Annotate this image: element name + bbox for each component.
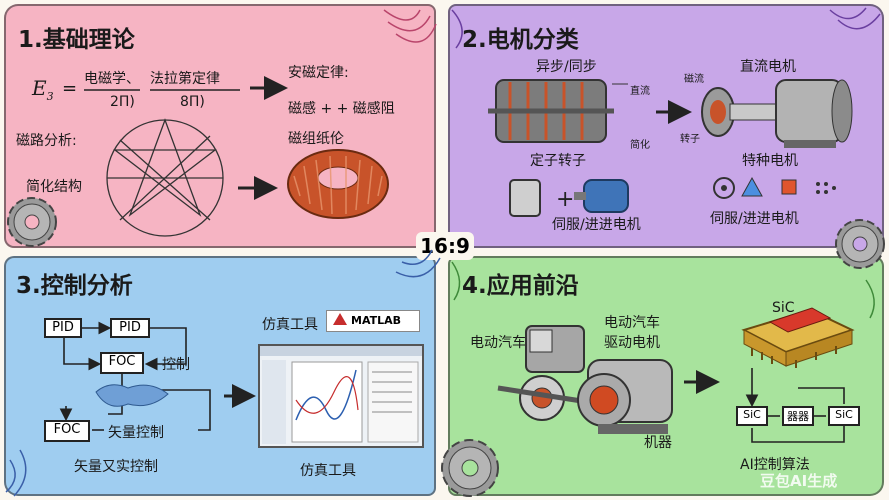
control-label-1: 控制 [162,357,190,373]
vector-caption: 矢量又实控制 [74,459,158,475]
formula-top-2: 法拉第定律 [150,71,220,87]
simplify-label: 简化结构 [26,179,82,195]
sim-tool-label: 仿真工具 [262,317,318,333]
reluctance-label: 磁感 + + 磁感阻 [288,101,395,117]
vector-control-label: 矢量控制 [108,425,164,441]
foc-block-2: FOC [44,420,90,442]
stator-rotor-label: 定子转子 [530,153,586,169]
gear-icon [835,219,885,269]
toroid-coil-icon [287,149,389,219]
dc-motor-icon [701,79,853,148]
panel2-title: 2.电机分类 [462,27,579,53]
magnetic-circuit-label: 磁路分析: [16,133,77,149]
radio-waves-icon [451,261,875,319]
servo-motor-icon: + [509,179,629,217]
watermark: 豆包AI生成 [760,472,838,490]
magnetic-circuit-icon [106,118,224,237]
radio-waves-icon [451,7,881,49]
panel3-title: 3.控制分析 [16,273,133,299]
special-motor-label: 特种电机 [742,153,798,169]
sic-top-label: SiC [772,300,795,316]
induction-motor-icon [488,79,614,143]
magnet-label: 磁流 [684,74,704,85]
ev-drivetrain-icon [497,325,673,434]
simplify-small-label: 简化 [630,140,650,151]
servo-stepper-label-2: 伺服/进进电机 [710,211,799,227]
aspect-ratio-label: 16:9 [416,232,474,260]
matlab-logo-icon [333,313,347,325]
sic-block-left: SiC [736,406,768,426]
rotor-label: 转子 [680,134,700,145]
async-sync-label: 异步/同步 [536,59,597,75]
pid-block-1: PID [44,318,82,338]
svg-text:+: + [556,187,574,212]
control-block-diagram [59,321,211,431]
ampere-law-label: 安磁定律: [288,65,349,81]
simulation-plot-icon [260,346,422,444]
special-motor-symbols-icon [713,176,836,199]
panel1-title: 1.基础理论 [18,27,135,53]
formula-equals: = [62,78,78,99]
ai-control-loop [745,368,845,443]
chip-block-mid: 器器 [782,406,814,426]
formula-top-1: 电磁学、 [84,71,140,87]
winding-label: 磁组纸伦 [288,131,344,147]
machine-label: 机器 [644,435,672,451]
radio-waves-icon [5,249,441,497]
pid-block-2: PID [110,318,150,338]
formula-bottom-1: 2Π) [110,94,135,110]
sic-block-right: SiC [828,406,860,426]
gear-icon [441,439,499,497]
panel4-title: 4.应用前沿 [462,273,579,299]
dc-motor-label: 直流电机 [740,59,796,75]
signal-cloud-icon [95,384,169,407]
ev-label: 电动汽车 [470,335,526,351]
radio-waves-icon [383,9,437,43]
formula-bottom-2: 8Π) [180,94,205,110]
sic-chip-icon [741,307,855,368]
matlab-badge: MATLAB [326,310,420,332]
servo-stepper-label-1: 伺服/进进电机 [552,217,641,233]
matlab-label: MATLAB [351,314,402,327]
ai-control-label: AI控制算法 [740,457,810,473]
ac-label: 直流 [630,86,650,97]
drive-label-1: 电动汽车 [604,315,660,331]
formula-lhs: E3 [32,76,54,103]
drive-label-2: 驱动电机 [604,335,660,351]
sim-caption: 仿真工具 [300,463,356,479]
gear-icon [7,197,57,247]
